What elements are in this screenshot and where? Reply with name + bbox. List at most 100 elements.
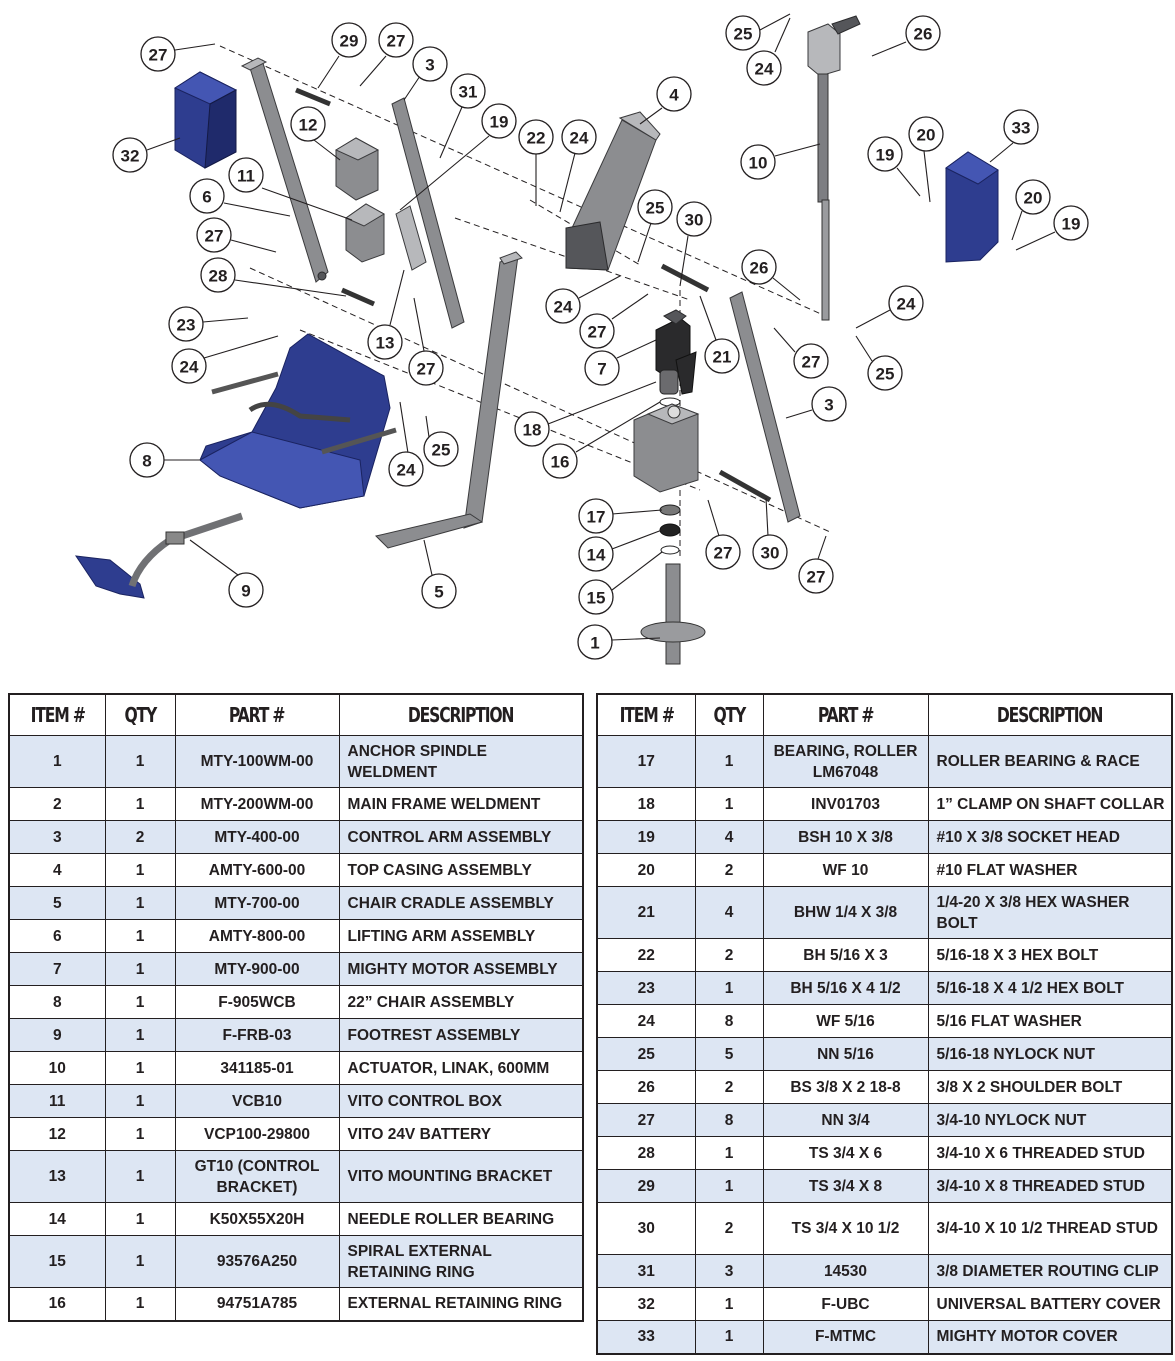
bom-description-cell: 3/4-10 X 8 THREADED STUD bbox=[927, 1169, 1173, 1203]
bom-description-cell: SPIRAL EXTERNAL RETAINING RING bbox=[338, 1235, 584, 1288]
control-arm-right-part bbox=[729, 291, 801, 523]
callout-number: 15 bbox=[587, 589, 606, 608]
bom-qty-cell: 1 bbox=[104, 886, 176, 920]
bom-part-cell: BH 5/16 X 4 1/2 bbox=[762, 971, 929, 1005]
callout-number: 19 bbox=[876, 146, 895, 165]
bom-part-cell: AMTY-800-00 bbox=[174, 919, 340, 953]
bom-qty-cell: 1 bbox=[694, 1136, 764, 1170]
callout-item-25: 25 bbox=[725, 15, 761, 51]
callout-item-18: 18 bbox=[514, 411, 550, 447]
callout-item-9: 9 bbox=[228, 572, 264, 608]
leader-line bbox=[699, 295, 717, 341]
bom-item-cell: 3 bbox=[8, 820, 106, 854]
callout-circle bbox=[290, 106, 326, 142]
bom-part-cell: VCP100-29800 bbox=[174, 1117, 340, 1151]
callout-item-27: 27 bbox=[793, 343, 829, 379]
bom-item-cell: 9 bbox=[8, 1018, 106, 1052]
callout-circle bbox=[168, 306, 204, 342]
callout-number: 30 bbox=[761, 544, 780, 563]
leader-line bbox=[923, 150, 931, 203]
bom-part-cell: INV01703 bbox=[762, 787, 929, 821]
chair-part bbox=[199, 333, 397, 509]
callout-item-25: 25 bbox=[867, 355, 903, 391]
callout-circle bbox=[741, 249, 777, 285]
callout-item-29: 29 bbox=[331, 22, 367, 58]
leader-line bbox=[261, 187, 353, 221]
callout-circle bbox=[867, 136, 903, 172]
bom-description-cell: ACTUATOR, LINAK, 600MM bbox=[338, 1051, 584, 1085]
callout-item-30: 30 bbox=[676, 201, 712, 237]
callout-number: 10 bbox=[749, 154, 768, 173]
callout-number: 4 bbox=[669, 86, 679, 105]
leader-line bbox=[785, 409, 813, 419]
leader-line bbox=[399, 135, 490, 211]
leader-lines bbox=[146, 13, 1056, 641]
leader-line bbox=[611, 293, 649, 320]
callout-circle bbox=[514, 411, 550, 447]
callout-item-10: 10 bbox=[740, 144, 776, 180]
bom-description-cell: 22” CHAIR ASSEMBLY bbox=[338, 985, 584, 1019]
battery-cover-part bbox=[173, 71, 238, 169]
callout-number: 27 bbox=[714, 544, 733, 563]
callout-circle bbox=[196, 217, 232, 253]
chair-cradle-part bbox=[375, 251, 523, 549]
leader-line bbox=[389, 269, 405, 326]
bom-part-cell: TS 3/4 X 10 1/2 bbox=[762, 1202, 929, 1255]
footrest-part bbox=[74, 512, 244, 599]
bom-item-cell: 31 bbox=[596, 1254, 696, 1288]
bom-part-cell: AMTY-600-00 bbox=[174, 853, 340, 887]
leader-line bbox=[547, 381, 657, 425]
bom-qty-cell: 1 bbox=[104, 1084, 176, 1118]
bom-description-cell: 3/8 DIAMETER ROUTING CLIP bbox=[927, 1254, 1173, 1288]
bom-item-cell: 7 bbox=[8, 952, 106, 986]
leader-line bbox=[611, 509, 663, 515]
callout-number: 27 bbox=[807, 568, 826, 587]
leader-line bbox=[174, 43, 216, 51]
bom-description-cell: 3/4-10 X 6 THREADED STUD bbox=[927, 1136, 1173, 1170]
bom-item-cell: 11 bbox=[8, 1084, 106, 1118]
callout-number: 19 bbox=[490, 113, 509, 132]
callout-number: 24 bbox=[897, 295, 916, 314]
bom-description-cell: TOP CASING ASSEMBLY bbox=[338, 853, 584, 887]
callout-item-27: 27 bbox=[140, 36, 176, 72]
callout-circle bbox=[656, 76, 692, 112]
callout-item-22: 22 bbox=[518, 119, 554, 155]
bom-item-cell: 26 bbox=[596, 1070, 696, 1104]
bom-item-cell: 5 bbox=[8, 886, 106, 920]
bom-description-cell: #10 X 3/8 SOCKET HEAD bbox=[927, 820, 1173, 854]
lifting-arm-part bbox=[240, 57, 329, 283]
callout-item-25: 25 bbox=[637, 189, 673, 225]
callout-circle bbox=[908, 116, 944, 152]
callout-item-23: 23 bbox=[168, 306, 204, 342]
leader-line bbox=[313, 139, 341, 161]
callout-item-30: 30 bbox=[752, 534, 788, 570]
bom-qty-cell: 3 bbox=[694, 1254, 764, 1288]
bom-item-cell: 2 bbox=[8, 787, 106, 821]
callout-number: 25 bbox=[734, 25, 753, 44]
callout-item-14: 14 bbox=[578, 536, 614, 572]
callout-circle bbox=[112, 137, 148, 173]
shaft-collar-part bbox=[659, 369, 679, 395]
callout-item-32: 32 bbox=[112, 137, 148, 173]
callout-number: 27 bbox=[588, 323, 607, 342]
leader-line bbox=[774, 143, 821, 157]
callout-item-8: 8 bbox=[129, 442, 165, 478]
bom-description-cell: #10 FLAT WASHER bbox=[927, 853, 1173, 887]
callout-circle bbox=[189, 178, 225, 214]
callout-number: 24 bbox=[554, 298, 573, 317]
callout-circle bbox=[752, 534, 788, 570]
leader-line bbox=[202, 317, 249, 323]
bom-qty-cell: 1 bbox=[694, 1169, 764, 1203]
roller-bearing-part bbox=[659, 504, 681, 516]
callout-number: 3 bbox=[425, 56, 434, 75]
callout-number: 26 bbox=[914, 25, 933, 44]
callout-number: 24 bbox=[755, 60, 774, 79]
callout-item-7: 7 bbox=[584, 350, 620, 386]
